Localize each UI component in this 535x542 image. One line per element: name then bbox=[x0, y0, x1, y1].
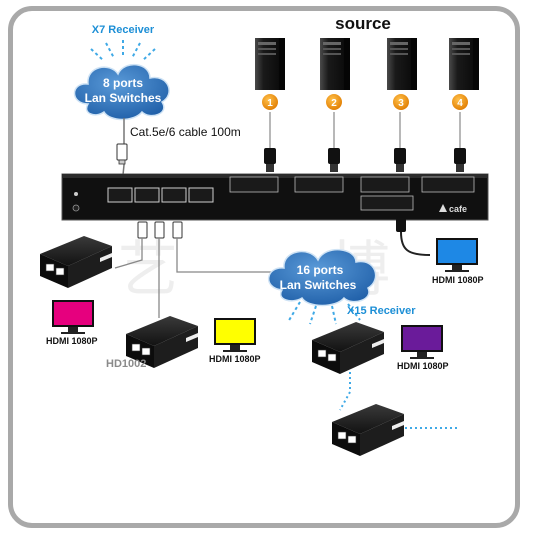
pc-tower-1 bbox=[255, 38, 285, 90]
receiver-model-label: HD1002 bbox=[106, 358, 146, 370]
hdmi-label-yellow: HDMI 1080P bbox=[209, 354, 261, 364]
transmitter-unit: cafe bbox=[61, 173, 489, 221]
x7-wifi-signal bbox=[90, 40, 156, 62]
badge-2 bbox=[326, 94, 342, 110]
hdmi-out-cable bbox=[396, 218, 431, 256]
lan-cables-bottom bbox=[114, 238, 280, 318]
brand-logo: cafe bbox=[449, 204, 467, 214]
receiver-hd1002 bbox=[126, 316, 198, 368]
receiver-x15 bbox=[312, 322, 384, 374]
pc-tower-3 bbox=[387, 38, 417, 90]
badge-4-label: 4 bbox=[457, 98, 463, 109]
watermark-left: 艺 bbox=[118, 235, 178, 305]
hdmi-source-cables bbox=[269, 112, 461, 150]
badge-2-label: 2 bbox=[331, 98, 337, 109]
badge-3-label: 3 bbox=[398, 98, 404, 109]
daisy-chain-links bbox=[339, 372, 460, 429]
pc-tower-4 bbox=[449, 38, 479, 90]
switch-16-line2: Lan Switches bbox=[280, 278, 357, 292]
badge-3 bbox=[393, 94, 409, 110]
pc-tower-2 bbox=[320, 38, 350, 90]
switch-8-line2: Lan Switches bbox=[85, 91, 162, 105]
switch-8-line1: 8 ports bbox=[103, 76, 143, 90]
monitor-blue bbox=[436, 238, 478, 272]
x15-wifi-signal bbox=[287, 301, 361, 325]
hdmi-input-panels bbox=[229, 176, 475, 211]
x15-receiver-label: X15 Receiver bbox=[347, 305, 416, 317]
source-towers bbox=[255, 38, 479, 90]
monitor-yellow bbox=[214, 318, 256, 352]
receiver-left bbox=[40, 236, 112, 288]
source-badges: 1 2 3 4 bbox=[262, 94, 468, 110]
receiver-bottom bbox=[332, 404, 404, 456]
badge-1 bbox=[262, 94, 278, 110]
monitor-magenta bbox=[52, 300, 94, 334]
switch-16-port-cloud: 16 ports Lan Switches bbox=[268, 249, 377, 307]
rj45-plugs-bottom bbox=[137, 221, 183, 239]
hdmi-label-purple: HDMI 1080P bbox=[397, 361, 449, 371]
badge-4 bbox=[452, 94, 468, 110]
hdmi-label-blue: HDMI 1080P bbox=[432, 275, 484, 285]
hdmi-connectors-top bbox=[264, 148, 466, 172]
hdmi-label-magenta: HDMI 1080P bbox=[46, 336, 98, 346]
rj45-plug-top bbox=[116, 143, 128, 165]
switch-8-port-cloud: 8 ports Lan Switches bbox=[73, 64, 170, 121]
lan-ports bbox=[107, 187, 214, 203]
source-title: source bbox=[335, 14, 391, 33]
monitor-purple bbox=[401, 325, 443, 359]
x7-receiver-label: X7 Receiver bbox=[92, 24, 155, 36]
badge-1-label: 1 bbox=[267, 98, 273, 109]
switch-16-line1: 16 ports bbox=[297, 263, 344, 277]
cable-label: Cat.5e/6 cable 100m bbox=[130, 125, 241, 139]
